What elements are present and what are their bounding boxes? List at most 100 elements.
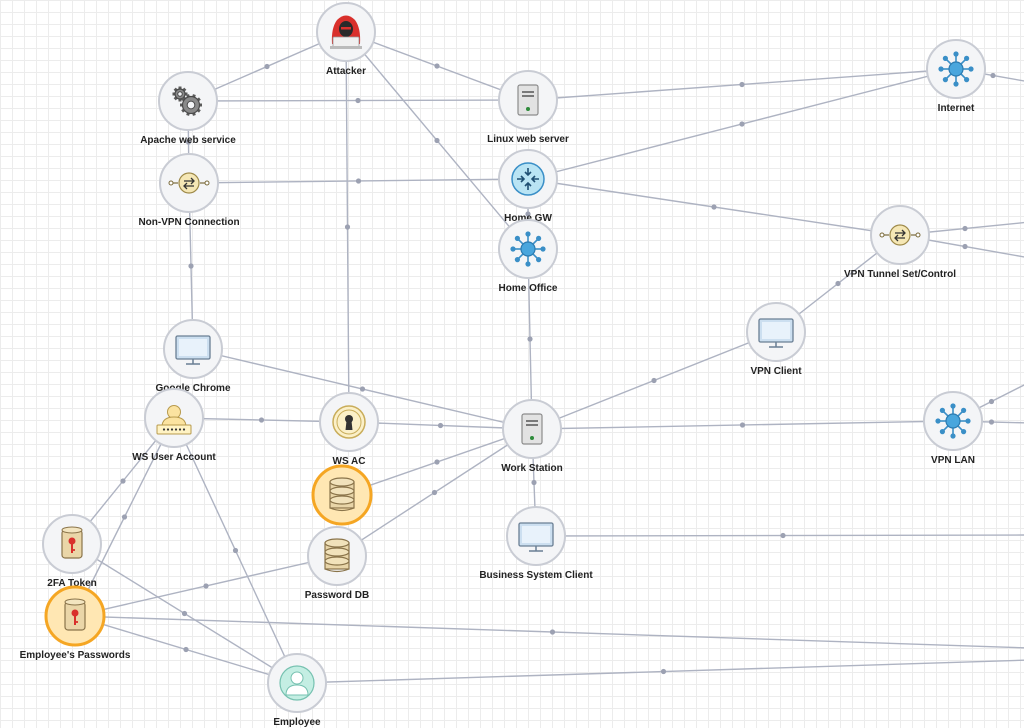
- edge-midpoint: [527, 336, 533, 342]
- server-icon: [517, 84, 539, 116]
- edge[interactable]: [344, 31, 351, 423]
- edge-midpoint: [780, 532, 786, 539]
- edge[interactable]: [192, 348, 533, 430]
- edge[interactable]: [187, 97, 529, 104]
- monitor-icon: [518, 522, 554, 552]
- edge[interactable]: [188, 178, 529, 184]
- node-internet[interactable]: Internet: [926, 39, 986, 114]
- token-icon: [64, 598, 86, 631]
- node-attacker[interactable]: Attacker: [316, 2, 376, 77]
- edge-line[interactable]: [296, 659, 1024, 684]
- edge[interactable]: [71, 543, 298, 684]
- node-token[interactable]: 2FA Token: [42, 514, 102, 589]
- edge-midpoint: [355, 178, 362, 184]
- edge[interactable]: [531, 420, 954, 430]
- node-homegw[interactable]: Home GW: [498, 149, 558, 224]
- edge[interactable]: [345, 31, 529, 250]
- gears-icon: [172, 86, 202, 116]
- node-nonvpn[interactable]: Non-VPN Connection: [138, 153, 240, 228]
- node-vpntunnel[interactable]: VPN Tunnel Set/Control: [844, 205, 956, 280]
- edge[interactable]: [535, 532, 1024, 539]
- connection-icon: [879, 224, 921, 246]
- edge-midpoint: [990, 72, 996, 79]
- node-chrome[interactable]: Google Chrome: [155, 319, 231, 394]
- node-wsac-label: WS AC: [333, 456, 366, 467]
- edge[interactable]: [341, 428, 533, 496]
- node-vpnclient-label: VPN Client: [750, 366, 802, 377]
- edge[interactable]: [348, 421, 533, 430]
- keyhole-icon: [332, 405, 366, 439]
- node-workstation[interactable]: Work Station: [501, 399, 563, 474]
- database-icon: [324, 538, 350, 573]
- edge-line[interactable]: [535, 534, 1024, 537]
- node-bizclient[interactable]: Business System Client: [479, 506, 593, 581]
- edge[interactable]: [527, 248, 533, 430]
- edge-midpoint: [434, 63, 440, 69]
- edge-midpoint: [355, 97, 361, 104]
- edge-midpoint: [121, 514, 128, 520]
- edge-midpoint: [188, 263, 194, 269]
- node-internet-label: Internet: [938, 103, 975, 114]
- edge[interactable]: [74, 555, 338, 617]
- node-homeoffice[interactable]: Home Office: [498, 219, 558, 294]
- node-apache-label: Apache web service: [140, 135, 236, 146]
- connection-icon: [168, 172, 210, 194]
- edge-midpoint: [344, 224, 351, 230]
- token-icon: [61, 526, 83, 559]
- database-icon: [329, 477, 355, 512]
- edge-midpoint: [711, 204, 717, 210]
- edge-midpoint: [258, 417, 265, 423]
- edge-midpoint: [183, 646, 189, 653]
- node-emppass[interactable]: Employee's Passwords: [20, 585, 131, 661]
- edge-midpoint: [203, 583, 209, 589]
- monitor-icon: [758, 318, 794, 348]
- edge-midpoint: [434, 137, 440, 144]
- node-homegw-label: Home GW: [504, 213, 552, 224]
- edge-midpoint: [739, 81, 745, 88]
- edge-midpoint: [525, 211, 531, 217]
- edge-midpoint: [549, 629, 556, 635]
- node-employee[interactable]: Employee: [267, 653, 327, 728]
- node-nonvpn-label: Non-VPN Connection: [138, 217, 239, 228]
- node-employee-label: Employee: [273, 717, 321, 728]
- person-icon: [279, 665, 315, 701]
- edge-midpoint: [120, 478, 126, 484]
- node-vpnclient[interactable]: VPN Client: [746, 302, 806, 377]
- edge[interactable]: [336, 428, 533, 557]
- edge-midpoint: [434, 459, 440, 465]
- attacker-icon: [330, 15, 362, 49]
- edge-midpoint: [181, 610, 188, 617]
- edge[interactable]: [173, 417, 298, 684]
- edge[interactable]: [527, 68, 957, 101]
- edge-midpoint: [531, 479, 537, 486]
- node-linux[interactable]: Linux web server: [487, 70, 569, 145]
- edge-line[interactable]: [74, 615, 1024, 649]
- node-wsac[interactable]: WS AC: [319, 392, 379, 467]
- edge-midpoint: [185, 139, 192, 145]
- node-vpntunnel-label: VPN Tunnel Set/Control: [844, 269, 956, 280]
- node-apache[interactable]: Apache web service: [140, 71, 236, 146]
- node-passdb[interactable]: Password DB: [305, 526, 369, 601]
- server-icon: [521, 413, 543, 445]
- edge[interactable]: [74, 615, 298, 684]
- edge[interactable]: [531, 331, 777, 430]
- node-bizclient-label: Business System Client: [479, 570, 593, 581]
- edge[interactable]: [345, 31, 529, 101]
- edge[interactable]: [74, 417, 175, 617]
- node-workstation-label: Work Station: [501, 463, 562, 474]
- edge[interactable]: [527, 68, 957, 180]
- user-account-icon: [156, 405, 192, 435]
- node-wsuser[interactable]: WS User Account: [132, 388, 216, 463]
- edge-midpoint: [651, 377, 657, 384]
- node-attacker-label: Attacker: [326, 66, 366, 77]
- node-vpnlan[interactable]: VPN LAN: [923, 391, 983, 466]
- edge-midpoint: [359, 386, 366, 392]
- edge[interactable]: [74, 615, 1024, 649]
- edge[interactable]: [296, 659, 1024, 684]
- edge[interactable]: [527, 178, 901, 236]
- node-linux-label: Linux web server: [487, 134, 569, 145]
- edge-midpoint: [739, 422, 746, 428]
